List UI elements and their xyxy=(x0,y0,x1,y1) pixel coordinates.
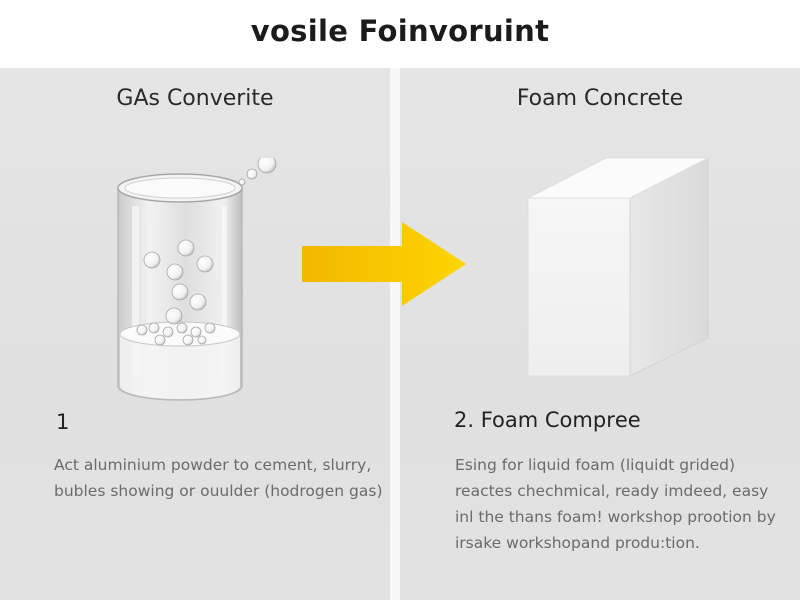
left-panel-heading: GAs Converite xyxy=(116,86,274,111)
right-arrow-icon xyxy=(300,220,470,320)
step-1-description: Act aluminium powder to cement, slurry, … xyxy=(54,456,383,500)
step-2-description: Esing for liquid foam (liquidt grided) r… xyxy=(455,456,776,552)
panel-divider xyxy=(390,68,400,600)
step-2-label: 2. Foam Comprее xyxy=(454,408,641,432)
page-title: vosile Foinvoruint xyxy=(250,14,550,48)
right-panel-heading: Foam Concrete xyxy=(516,86,684,111)
left-panel: GAs Converite xyxy=(0,68,390,600)
step-1-number: 1 xyxy=(56,410,70,434)
foam-concrete-block-icon xyxy=(520,148,730,388)
glass-cylinder-icon xyxy=(110,154,310,418)
right-panel: Foam Concrete 2. Foam Comprее Esing for … xyxy=(400,68,800,600)
